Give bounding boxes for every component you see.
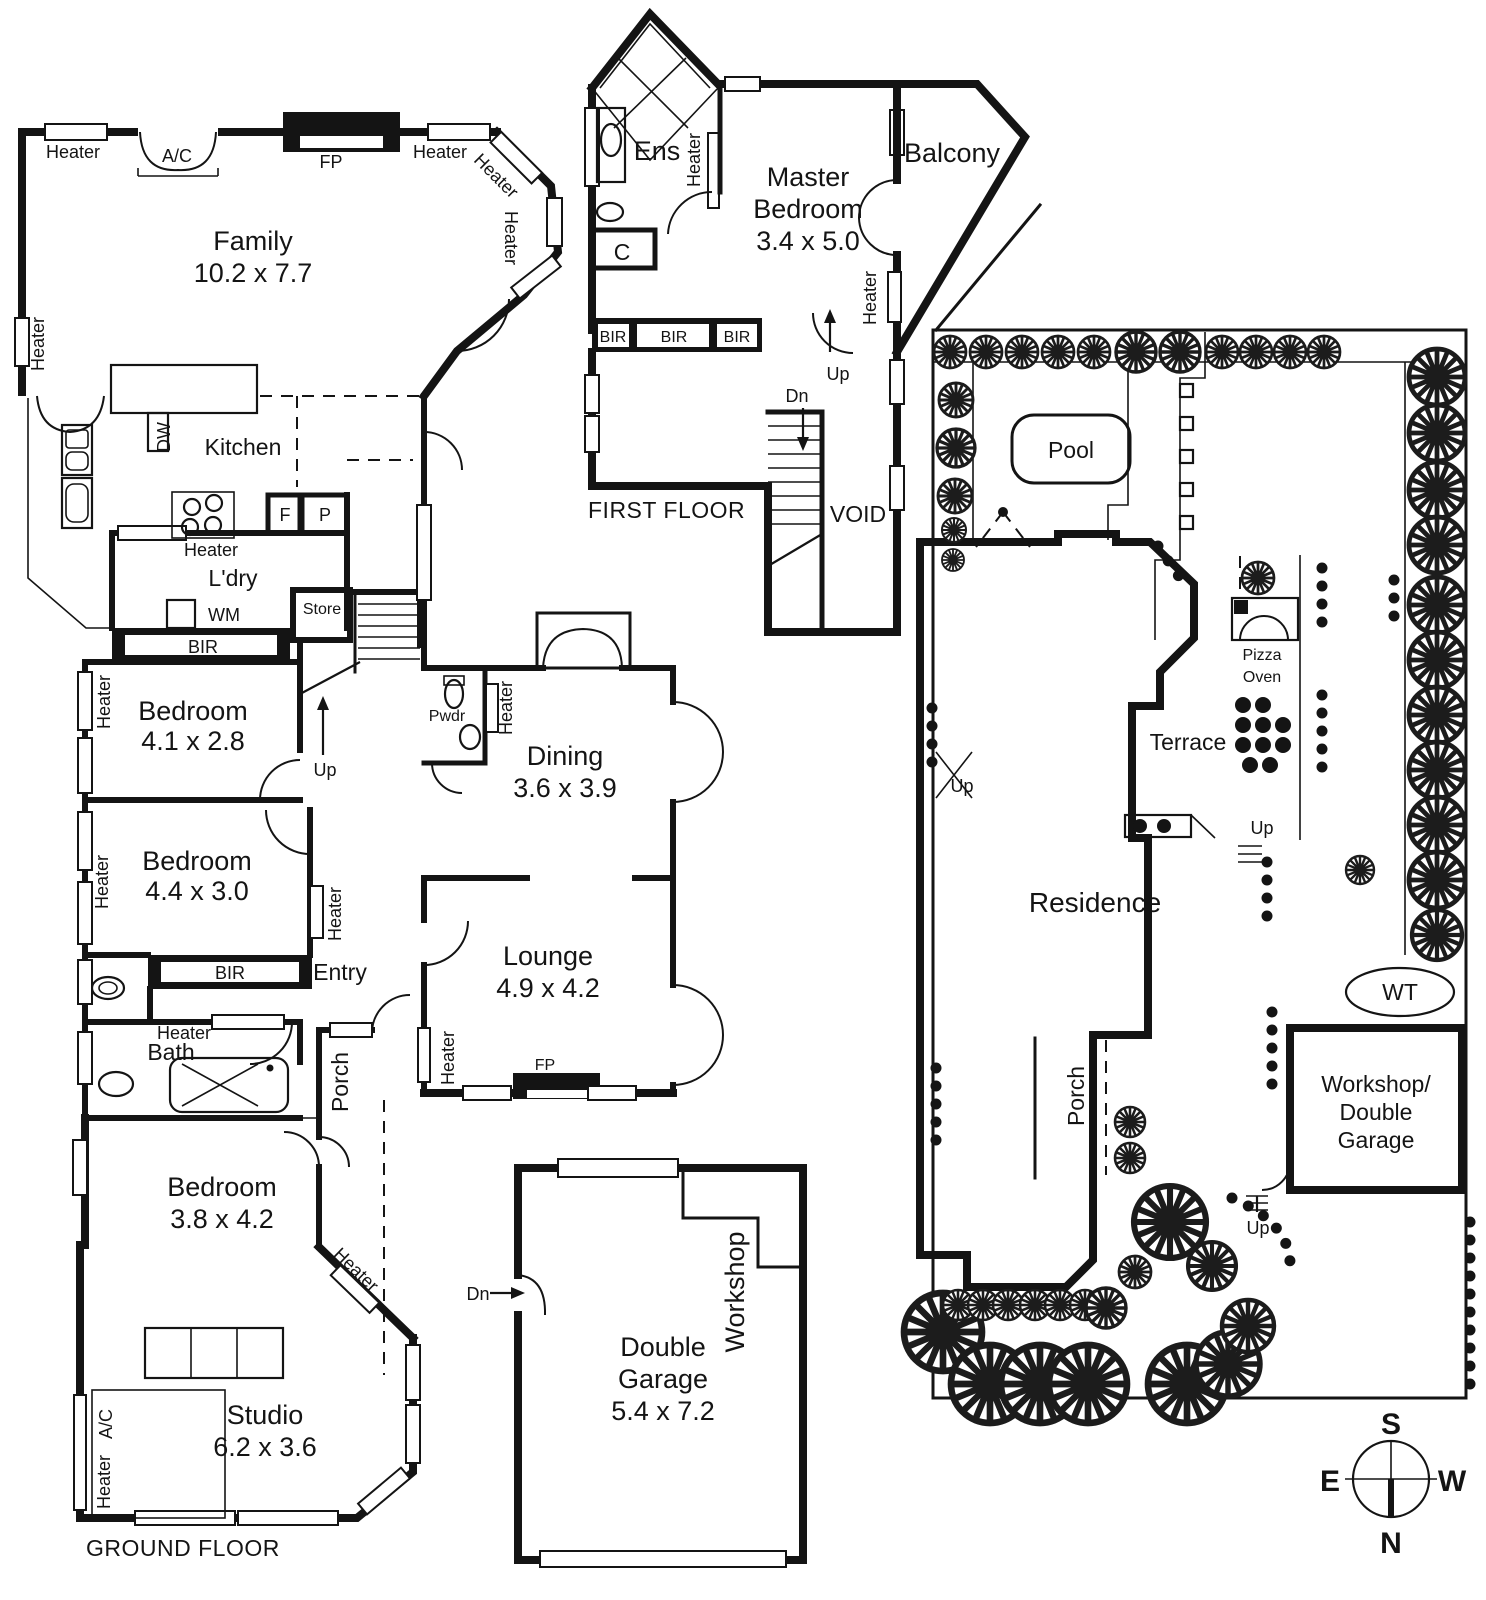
first-floor-title: FIRST FLOOR xyxy=(588,497,745,523)
room-dims-master: 3.4 x 5.0 xyxy=(756,226,860,256)
workshop-garage-label3: Garage xyxy=(1338,1127,1415,1153)
heater-label: Heater xyxy=(496,681,516,735)
room-label-entry: Entry xyxy=(313,959,367,985)
pizza-oven-label1: Pizza xyxy=(1242,647,1281,664)
ground-floor-walls xyxy=(14,112,724,1526)
stairs-down-label: Dn xyxy=(466,1284,489,1304)
room-label-bedroom2: Bedroom xyxy=(142,846,252,876)
room-label-family: Family xyxy=(213,226,293,256)
room-label-lounge: Lounge xyxy=(503,941,593,971)
room-label-garage1: Double xyxy=(620,1332,706,1362)
heater-label: Heater xyxy=(92,855,112,909)
room-dims-bedroom2: 4.4 x 3.0 xyxy=(145,876,249,906)
heater-label: Heater xyxy=(438,1031,458,1085)
ground-floor-title: GROUND FLOOR xyxy=(86,1535,280,1561)
room-label-porch: Porch xyxy=(327,1052,353,1112)
workshop-garage-label1: Workshop/ xyxy=(1321,1071,1431,1097)
room-label-master2: Bedroom xyxy=(753,194,863,224)
heater-label: Heater xyxy=(28,317,48,371)
room-dims-studio: 6.2 x 3.6 xyxy=(213,1432,317,1462)
room-dims-lounge: 4.9 x 4.2 xyxy=(496,973,600,1003)
site-plan xyxy=(904,202,1476,1519)
compass-rose xyxy=(1345,1439,1437,1519)
stairs-up-label: Up xyxy=(826,364,849,384)
workshop-garage-label2: Double xyxy=(1340,1099,1413,1125)
fridge-label: F xyxy=(280,505,291,525)
room-dims-dining: 3.6 x 3.9 xyxy=(513,773,617,803)
heater-label: Heater xyxy=(413,142,467,162)
room-label-bedroom1: Bedroom xyxy=(138,696,248,726)
first-floor-walls xyxy=(584,7,1030,636)
bir-label: BIR xyxy=(724,329,751,346)
room-label-laundry: L'dry xyxy=(208,565,258,591)
bir-label: BIR xyxy=(215,963,245,983)
room-label-master1: Master xyxy=(767,162,850,192)
heater-label: Heater xyxy=(860,271,880,325)
void-label: VOID xyxy=(830,501,886,527)
residence-label: Residence xyxy=(1029,887,1161,918)
closet-label: C xyxy=(614,239,631,265)
stairs-up-label: Up xyxy=(1250,818,1273,838)
ac-label: A/C xyxy=(96,1409,116,1439)
room-dims-garage: 5.4 x 7.2 xyxy=(611,1396,715,1426)
room-label-dining: Dining xyxy=(527,741,604,771)
bir-label: BIR xyxy=(600,329,627,346)
ac-label: A/C xyxy=(162,146,192,166)
heater-label: Heater xyxy=(157,1023,211,1043)
room-label-garage2: Garage xyxy=(618,1364,708,1394)
labels: Heater A/C FP Heater Heater Heater Heate… xyxy=(28,133,1467,1561)
pizza-oven-label2: Oven xyxy=(1243,669,1281,686)
heater-label: Heater xyxy=(684,133,704,187)
heater-label: Heater xyxy=(184,540,238,560)
heater-label: Heater xyxy=(94,1455,114,1509)
water-tank-label: WT xyxy=(1382,979,1418,1005)
garage-walls xyxy=(490,1158,807,1568)
room-label-balcony: Balcony xyxy=(904,138,1001,168)
pool-label: Pool xyxy=(1048,437,1094,463)
terrace-label: Terrace xyxy=(1150,729,1227,755)
dishwasher-label: DW xyxy=(154,422,174,452)
room-label-powder: Pwdr xyxy=(429,708,466,725)
stairs-up-label: Up xyxy=(1246,1218,1269,1238)
room-label-ensuite: Ens xyxy=(634,136,681,166)
compass-south-label: S xyxy=(1381,1408,1401,1441)
room-label-store: Store xyxy=(303,601,341,618)
fireplace-label: FP xyxy=(319,152,342,172)
room-dims-bedroom3: 3.8 x 4.2 xyxy=(170,1204,274,1234)
compass-west-label: W xyxy=(1438,1465,1467,1498)
stairs-up-label: Up xyxy=(313,760,336,780)
room-label-kitchen: Kitchen xyxy=(205,434,282,460)
room-label-bedroom3: Bedroom xyxy=(167,1172,277,1202)
terrace-furniture xyxy=(1235,697,1291,773)
porch-label-site: Porch xyxy=(1063,1066,1089,1126)
stairs-down-label: Dn xyxy=(785,386,808,406)
heater-label: Heater xyxy=(325,887,345,941)
bir-label: BIR xyxy=(661,329,688,346)
bir-label: BIR xyxy=(188,637,218,657)
stairs-up-label: Up xyxy=(950,776,973,796)
heater-label: Heater xyxy=(501,211,521,265)
pantry-label: P xyxy=(319,505,331,525)
compass-north-label: N xyxy=(1380,1527,1402,1560)
fireplace-label: FP xyxy=(535,1057,555,1074)
room-dims-bedroom1: 4.1 x 2.8 xyxy=(141,726,245,756)
room-label-workshop: Workshop xyxy=(720,1231,750,1352)
heater-label: Heater xyxy=(46,142,100,162)
room-label-studio: Studio xyxy=(227,1400,304,1430)
washing-machine-label: WM xyxy=(208,605,240,625)
heater-label: Heater xyxy=(94,675,114,729)
room-label-bath: Bath xyxy=(147,1039,194,1065)
room-dims-family: 10.2 x 7.7 xyxy=(194,258,313,288)
compass-east-label: E xyxy=(1320,1465,1340,1498)
